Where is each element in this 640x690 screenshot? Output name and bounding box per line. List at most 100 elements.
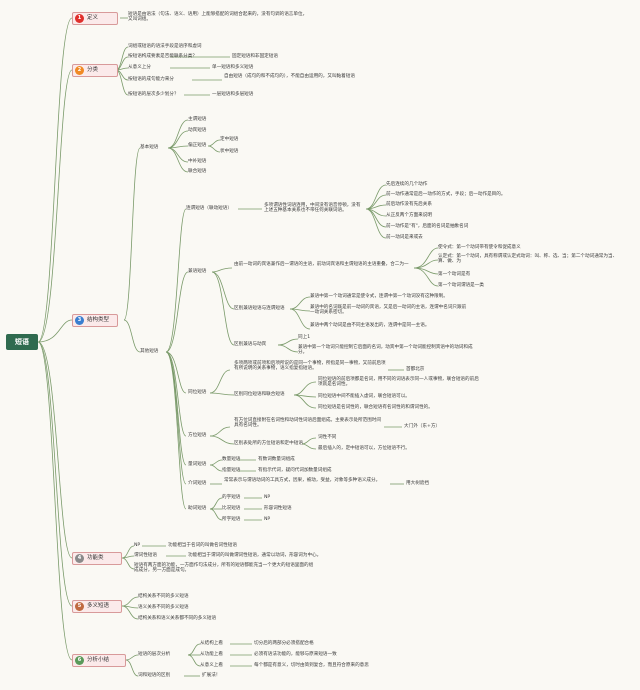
node: 从功能上看 [200,652,223,657]
node: 连谓短语（联动短语） [186,206,232,211]
node: 主谓短语 [188,117,207,122]
node: 先后连续的几个动作 [386,182,428,187]
node: 首都北京 [406,367,425,372]
node: 认定式：第一个动词，具有称谓或认定式动词：叫、称、选、当；第二个动词通常为当、算… [438,254,618,265]
node: 从意义上看 [200,663,223,668]
node: 大门外（东+方） [404,424,441,429]
section-label: 功能类 [87,555,104,561]
number-badge: 5 [75,602,84,611]
node: 量词短语 [188,462,207,467]
node: 区别表处所的方位短语和定中短语 [234,441,303,446]
definition-text: 短语是由语法（句法、语义、语用）上能够搭配的词组合起来的，没有句调的语言单位，又… [128,12,308,23]
node: 短语有两方面的功能，一方面作句法成分，所有的短语都能充当一个更大的短语里面的组成… [134,563,314,574]
node: 兼语短语 [188,269,207,274]
node: 功能相当于名词的叫做名词性短语 [168,543,237,548]
node: 助词短语 [188,506,207,511]
node: 第一个动词谓语是一类 [438,283,484,288]
node: 从结构上看 [200,641,223,646]
node: 兼语中第一个动词通常是使令式，连谓中第一个动词没有这种限制。 [310,294,448,299]
section-label: 结构类型 [87,317,110,323]
node: 比况短语 [222,506,241,511]
node: 常常表示与谓语动词的工具方式，因果，被动，受益，对象等多种语义成分。 [224,478,381,483]
node: 从意义上分 [128,65,151,70]
node: 单一短语和多义短语 [212,65,254,70]
node: NP [264,495,271,500]
node: 前一动词是来或去 [386,235,423,240]
node: 同位短语的前后项都是名词，用不同的词语表示同一人或事物，联合短语的前后项就是名词… [318,377,479,388]
node: 偏正短语 [188,143,207,148]
number-badge: 6 [75,656,84,665]
node: 前一动作通常是后一动作的方式，手段；后一动作是目的。 [386,192,506,197]
section-label: 定义 [87,15,99,21]
node: NP [264,517,271,522]
node: 结构关系和语义关系都不同的多义短语 [138,616,217,621]
node: 语义关系不同的多义短语 [138,605,189,610]
node: 动宾短语 [188,128,207,133]
number-badge: 1 [75,14,84,23]
section-label: 分类 [87,67,99,73]
node: 的字短语 [222,495,241,500]
node: 多项两项或前项和后项所说的是同一个事物，所指是同一事物，又前前后项有所说明的关系… [234,361,386,372]
node: 扩展法！ [202,673,221,678]
node: 使令式：第一个动词带有使令和促成意义 [438,245,521,250]
node: 功能相当于谓词的叫做谓词性短语，通常以动词，形容词为中心。 [188,553,322,558]
node: NP [134,543,141,548]
node: 切分后的两部分必须搭配合格 [254,641,314,646]
node: 同上1 [298,335,311,340]
node: 同位短语是名词性的，联合短语有名词性的和谓词性的。 [318,405,433,410]
node: 基本短语 [140,145,159,150]
node: 谓词性短语 [134,553,157,558]
node: 从正反两个方面来说明 [386,213,432,218]
node: 有方位词直接附在名词性和动词性词语后面组成。主要表示处所范围时间具有名词性。 [234,418,382,429]
node: 按短语构成要素是否能联系分类？ [128,54,197,59]
node: 同位短语中间不能插入虚词，联合短语可以。 [318,394,410,399]
node: 结构关系不同的多义短语 [138,594,189,599]
node: 多项谓语性词语连用，中间没有语音停顿，没有上述五种基本关系也不带任何关联词语。 [264,203,361,214]
node: 词和短语的区别 [138,673,171,678]
root-node[interactable]: 短语 [6,334,38,350]
node: 所字短语 [222,517,241,522]
node: 区别兼语与动宾 [234,342,267,347]
node: 按短语的层次多少划分？ [128,92,179,97]
node: 兼语中的名词既是前一动词的宾语，又是后一动词的主语，连谓中名词只跟前一动词关系密… [310,305,467,316]
node: 固定短语和非固定短语 [232,54,278,59]
node: 最后插入的，定中短语可以，方位短语不行。 [318,446,410,451]
node: 有数词数量词组成 [258,457,295,462]
node: 定中短语 [220,137,239,142]
node: 同位短语 [188,390,207,395]
node: 一层短语和多层短语 [212,92,254,97]
node: 词性不同 [318,435,337,440]
node: 介词短语 [188,481,207,486]
node: 方位短语 [188,433,207,438]
node: 其他短语 [140,349,159,354]
node: 兼语中两个动词是由不同主语发出的，连谓中是同一主语。 [310,323,430,328]
node: 短语的层次分析 [138,652,171,657]
node: 用大树遮挡 [406,481,429,486]
section-label: 分析小结 [87,657,110,663]
node: 有指示代词，疑问代词加数量词组成 [258,468,332,473]
node: 指量短语 [222,468,241,473]
node: 按短语的成句能力来分 [128,77,174,82]
number-badge: 3 [75,316,84,325]
number-badge: 2 [75,66,84,75]
node: 每个都是有意义，切时由简到复合，而且符合原来的意思 [254,663,369,668]
node: 数量短语 [222,457,241,462]
node: 前一动作是"有"，后面的名词是抽象名词 [386,224,469,229]
node: 状中短语 [220,149,239,154]
node: 形容词性短语 [264,506,292,511]
node: 词组或短语的语法手段是语序和虚词 [128,44,202,49]
node: 由前一动词的宾语兼作后一谓语的主语，前动词宾语和主谓短语的主语重叠，合二为一 [234,262,409,267]
node: 必须有语法功能的，能够与原来短语一致 [254,652,337,657]
node: 联合短语 [188,169,207,174]
section-label: 多义短语 [87,603,110,609]
node: 兼语中第一个动词只能控制它后面的名词，动宾中第一个动词能控制宾语中的动词和成分。 [298,345,473,356]
node: 区别同位短语和联合短语 [234,392,285,397]
node: 区别兼语短语与连谓短语 [234,306,285,311]
